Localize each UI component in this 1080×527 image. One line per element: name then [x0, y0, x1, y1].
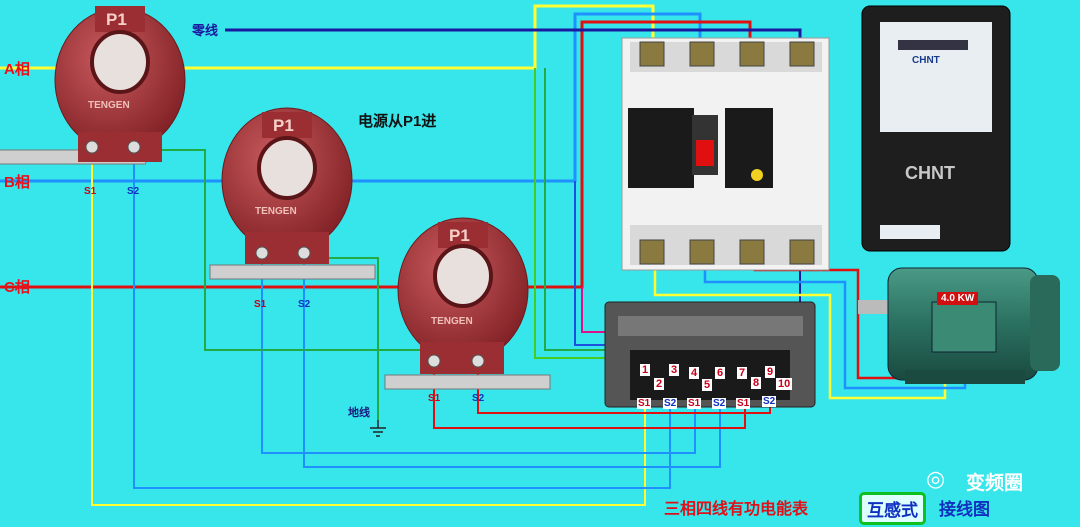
ct-b-s2: S2 — [298, 299, 311, 310]
circuit-breaker — [621, 37, 830, 271]
phase-c-label: C相 — [4, 279, 30, 296]
ct-secondary-wires — [91, 149, 771, 506]
ct-c-s2: S2 — [472, 393, 485, 404]
ct-b-brand: TENGEN — [255, 206, 297, 217]
footer-suffix: 接线图 — [939, 500, 990, 519]
meter-s1-c: S1 — [736, 398, 751, 409]
ground-symbol — [370, 420, 386, 437]
neutral-label: 零线 — [192, 23, 219, 38]
ct-c-brand: TENGEN — [431, 316, 473, 327]
ct-a-p1: P1 — [106, 10, 127, 29]
footer-boxed: 互感式 — [859, 492, 926, 525]
energy-meter — [604, 301, 816, 408]
ground-label: 地线 — [348, 407, 370, 419]
chnt-brand: CHNT — [912, 55, 940, 66]
wechat-icon: ◎ — [926, 466, 946, 491]
phase-a-line — [0, 4, 655, 70]
motor — [858, 267, 1060, 384]
chnt-meter — [861, 5, 1011, 252]
terminal-8: 8 — [751, 377, 762, 389]
meter-s1-b: S1 — [687, 398, 702, 409]
terminal-1: 1 — [640, 364, 651, 376]
ct-a-s2: S2 — [127, 186, 140, 197]
terminal-7: 7 — [737, 367, 748, 379]
ct-a-brand: TENGEN — [88, 100, 130, 111]
meter-s2-c: S2 — [762, 396, 777, 407]
ct-b-s1: S1 — [254, 299, 267, 310]
ct-phase-b — [209, 107, 376, 280]
meter-s1-a: S1 — [637, 398, 652, 409]
terminal-6: 6 — [715, 367, 726, 379]
ct-phase-c — [384, 217, 551, 390]
terminal-10: 10 — [776, 378, 793, 390]
terminal-2: 2 — [654, 378, 665, 390]
terminal-5: 5 — [702, 379, 713, 391]
ct-c-s1: S1 — [428, 393, 441, 404]
terminal-4: 4 — [689, 367, 700, 379]
phase-a-label: A相 — [4, 61, 30, 78]
ct-a-s1: S1 — [84, 186, 97, 197]
watermark: 变频圈 — [966, 473, 1024, 494]
ct-c-p1: P1 — [449, 226, 470, 245]
power-note: 电源从P1进 — [358, 113, 437, 130]
meter-s2-a: S2 — [663, 398, 678, 409]
phase-b-label: B相 — [4, 174, 30, 191]
terminal-9: 9 — [765, 366, 776, 378]
terminal-3: 3 — [669, 364, 680, 376]
chnt-brand-body: CHNT — [905, 163, 955, 183]
motor-rating: 4.0 KW — [937, 292, 979, 305]
footer-title: 三相四线有功电能表 — [664, 501, 809, 518]
ct-phase-a — [0, 6, 186, 165]
ct-b-p1: P1 — [273, 116, 294, 135]
meter-s2-b: S2 — [712, 398, 727, 409]
